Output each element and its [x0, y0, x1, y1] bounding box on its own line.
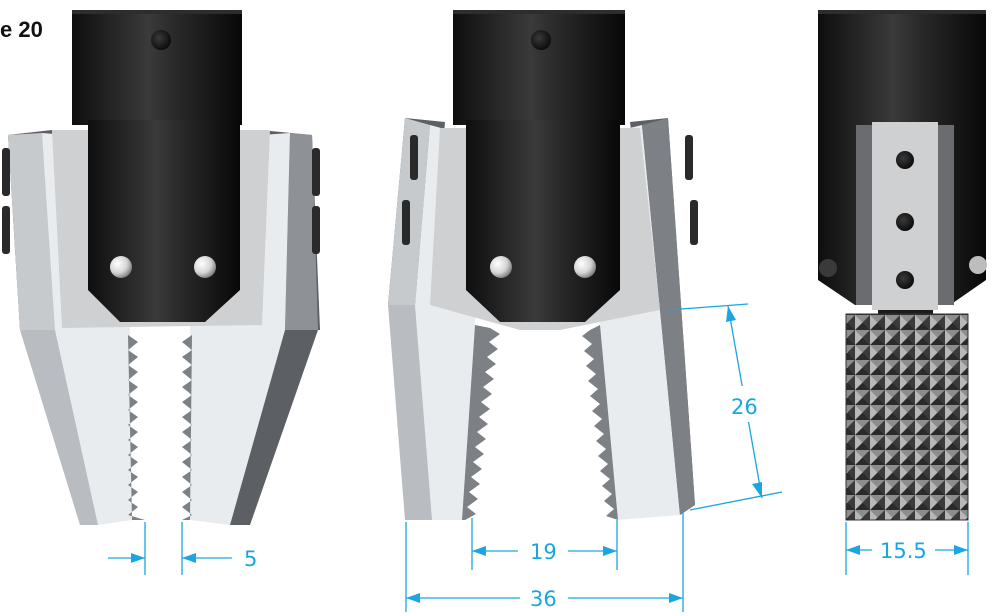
left-body-lower: [88, 120, 240, 322]
middle-right-jaw-teeth: [582, 325, 618, 520]
left-ball-icon-1: [110, 256, 132, 278]
middle-ball-icon-2: [574, 256, 596, 278]
middle-screw-hole-icon: [531, 30, 551, 50]
right-hole-icon-2: [896, 213, 914, 231]
right-hole-icon-1: [896, 151, 914, 169]
right-hole-icon-3: [896, 271, 914, 289]
middle-body-top: [453, 10, 625, 125]
middle-view: 26 19 36: [388, 10, 783, 612]
middle-left-jaw-teeth: [462, 325, 500, 520]
right-jaw-outer: [285, 133, 318, 330]
left-jaw-teeth: [128, 335, 145, 520]
middle-ball-icon-1: [490, 256, 512, 278]
figure-caption: e 20: [0, 17, 43, 42]
right-view: 15.5: [818, 10, 987, 575]
left-ball-icon-2: [194, 256, 216, 278]
right-knurled-jaw: [845, 313, 969, 521]
middle-height-dimension-label: 26: [731, 395, 758, 419]
left-jaw-outer: [8, 133, 60, 330]
left-screw-hole-icon: [151, 30, 171, 50]
middle-body-lower: [466, 120, 620, 322]
right-jaw-teeth: [182, 335, 192, 520]
left-body-top: [72, 10, 242, 125]
middle-inner-dimension-label: 19: [530, 540, 557, 564]
middle-outer-dimension-label: 36: [530, 587, 557, 611]
right-dimension-label: 15.5: [880, 539, 927, 563]
left-dimension-label: 5: [244, 547, 257, 571]
right-body-top: [818, 10, 986, 125]
left-view: 5: [2, 10, 320, 575]
